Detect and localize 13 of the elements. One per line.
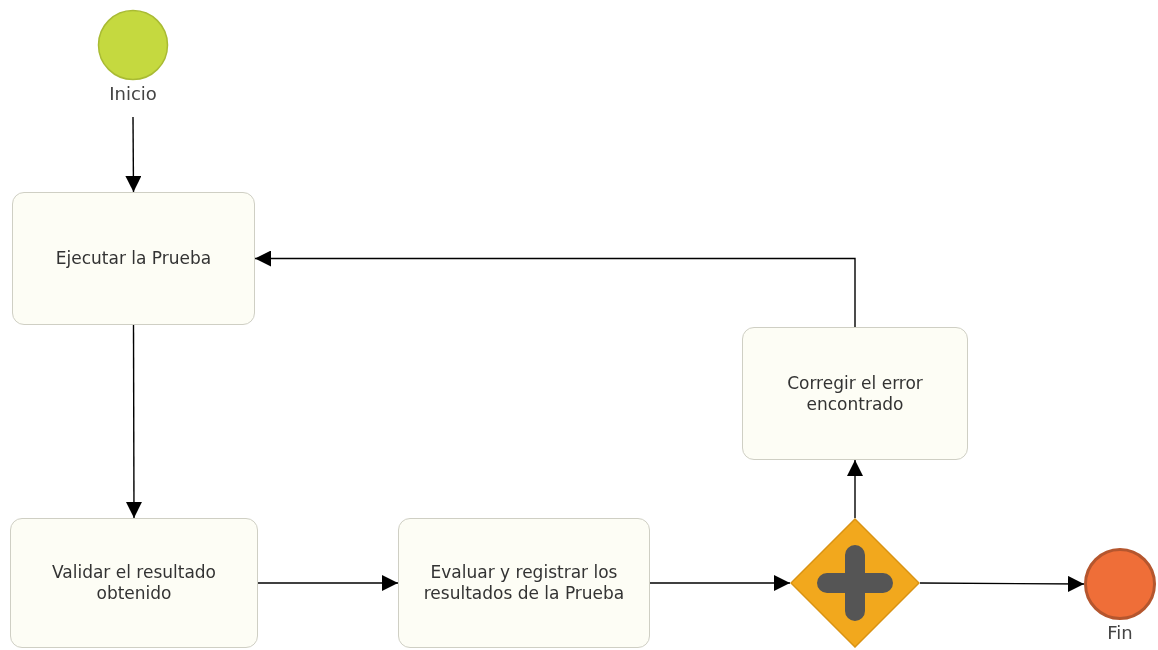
arrow <box>847 459 863 519</box>
task-box: Corregir el error encontrado <box>742 327 968 460</box>
event-label: Fin <box>1106 622 1134 644</box>
arrow <box>254 250 856 328</box>
arrow <box>919 575 1085 592</box>
event-label: Inicio <box>108 83 158 105</box>
arrow <box>125 324 142 519</box>
task-box: Validar el resultado obtenido <box>10 518 258 648</box>
task-box: Ejecutar la Prueba <box>12 192 255 325</box>
arrow <box>649 575 791 591</box>
arrow <box>125 116 142 193</box>
task-box: Evaluar y registrar los resultados de la Prueba <box>398 518 650 648</box>
arrow <box>257 575 399 591</box>
